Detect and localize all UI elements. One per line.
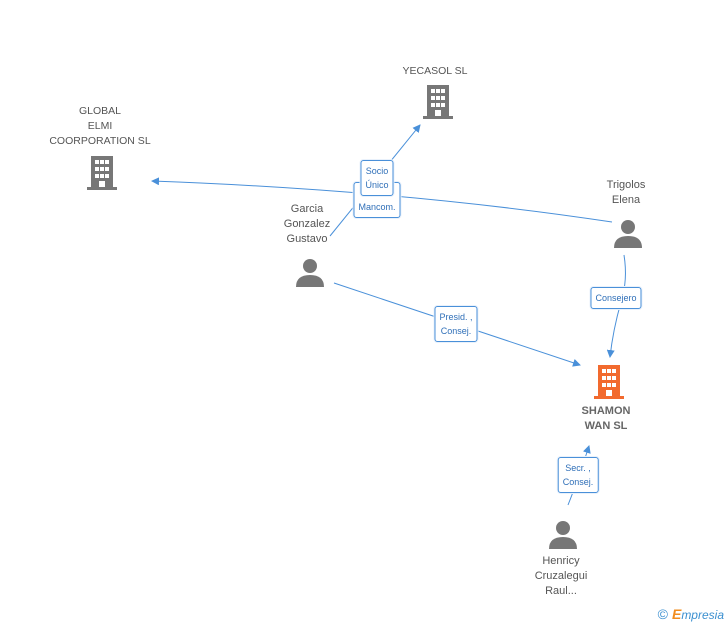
edge-badge-presid-consej[interactable]: Presid. , Consej. xyxy=(434,306,478,342)
copyright-icon: © xyxy=(657,606,668,622)
building-icon[interactable] xyxy=(422,85,454,119)
node-label-yecasol: YECASOL SL xyxy=(402,65,468,77)
person-icon[interactable] xyxy=(613,218,643,248)
person-icon[interactable] xyxy=(295,257,325,287)
edge-badge-socio-unico[interactable]: Socio Único xyxy=(360,160,394,196)
person-icon[interactable] xyxy=(548,519,578,549)
node-label-henricy: Henricy Cruzalegui Raul... xyxy=(534,555,588,597)
building-main-icon[interactable] xyxy=(593,365,625,399)
node-label-garcia: Garcia Gonzalez Gustavo xyxy=(283,203,331,245)
node-label-global-elmi: GLOBAL ELMI COORPORATION SL xyxy=(49,105,151,147)
building-icon[interactable] xyxy=(86,156,118,190)
node-label-trigolos: Trigolos Elena xyxy=(606,179,646,206)
node-label-shamon: SHAMON WAN SL xyxy=(581,405,631,432)
brand-initial: E xyxy=(671,606,682,622)
edge-badge-secr-consej[interactable]: Secr. , Consej. xyxy=(557,457,599,493)
brand-name: mpresia xyxy=(681,608,724,622)
edge-badge-consejero[interactable]: Consejero xyxy=(590,287,642,309)
brand-footer: ©Empresia xyxy=(658,606,724,622)
